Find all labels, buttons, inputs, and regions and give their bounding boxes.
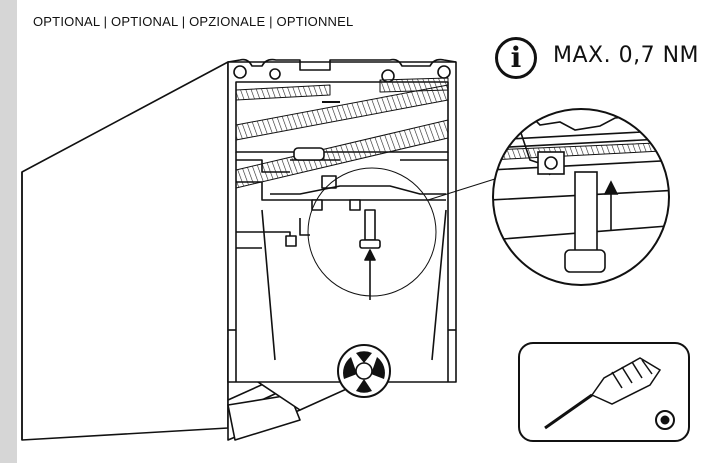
optional-header: OPTIONAL | OPTIONAL | OPZIONALE | OPTION… [33, 14, 354, 29]
profile-section-icon [21, 58, 499, 441]
info-icon: i [495, 37, 537, 79]
torque-label: MAX. 0,7 NM [553, 43, 700, 68]
screwdriver-icon [518, 342, 690, 442]
torx-bit-icon [337, 344, 391, 398]
screw-detail-icon [492, 108, 670, 286]
torque-note: i MAX. 0,7 NM [495, 37, 699, 79]
left-margin-bar [0, 0, 17, 463]
